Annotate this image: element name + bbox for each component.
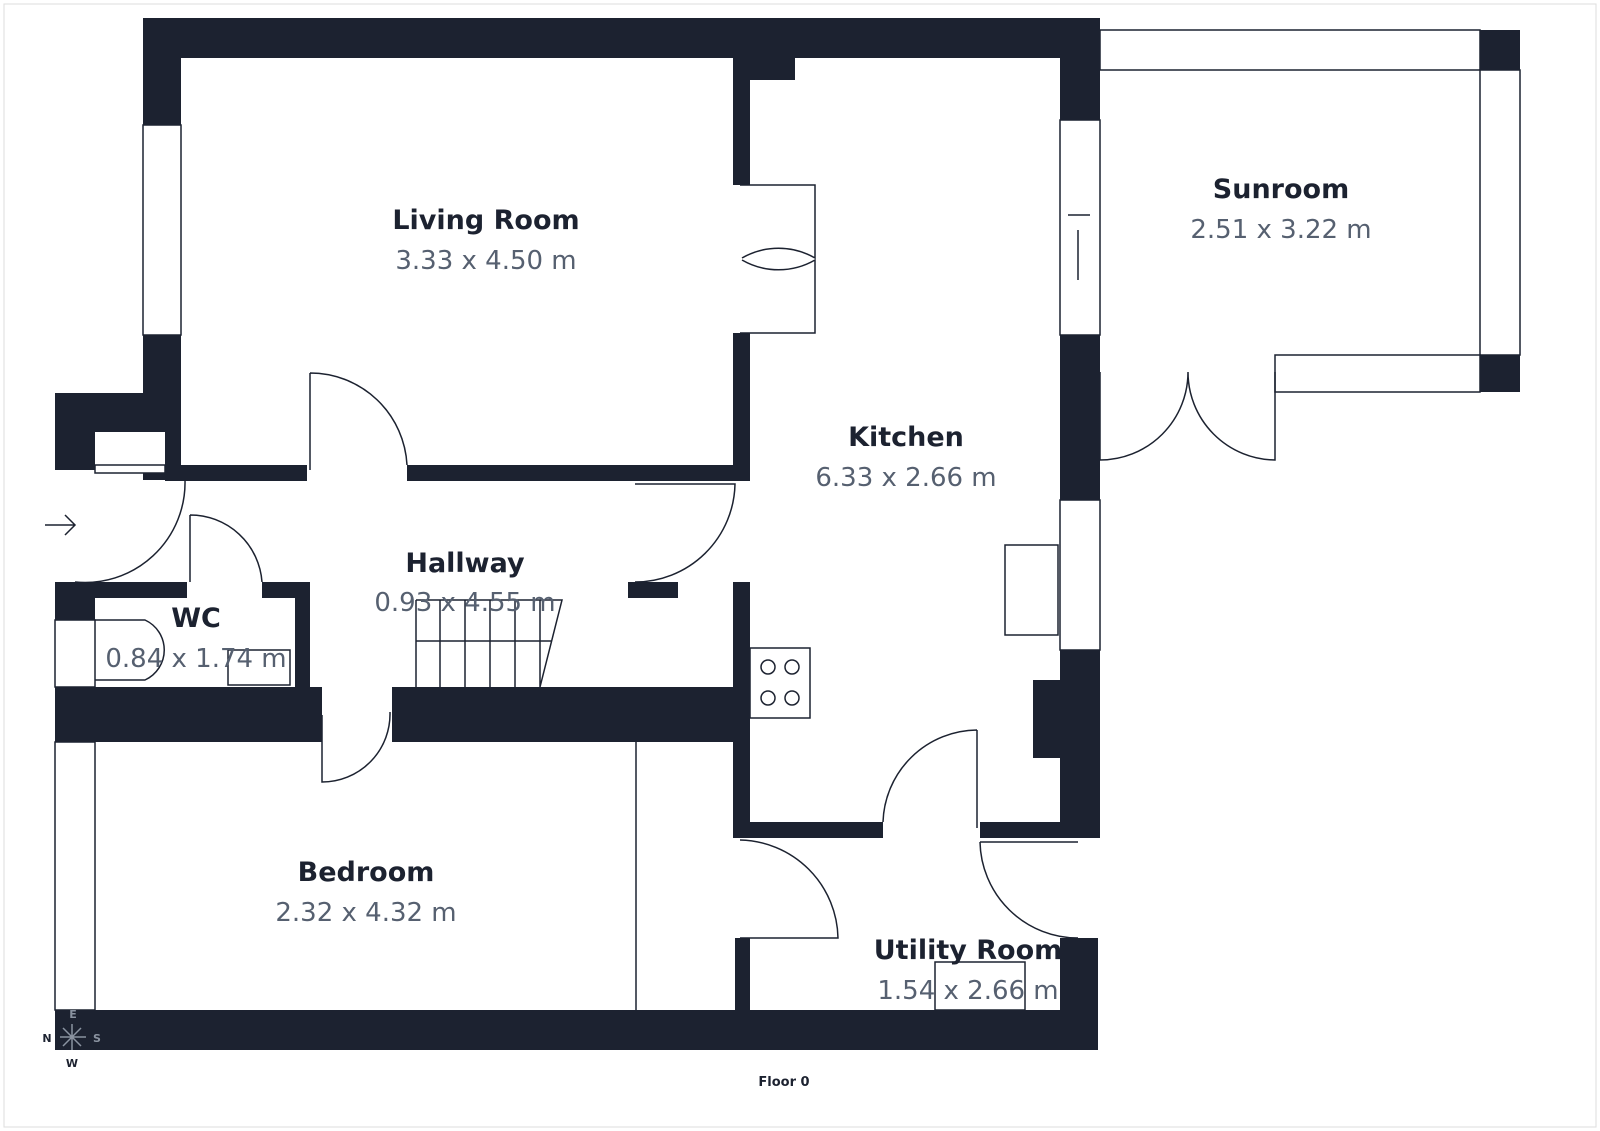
room-kitchen: Kitchen 6.33 x 2.66 m <box>815 422 996 493</box>
compass-w: W <box>66 1057 78 1070</box>
page-border <box>3 3 1597 1128</box>
room-bedroom: Bedroom 2.32 x 4.32 m <box>275 857 456 928</box>
hob <box>749 647 811 719</box>
floor-label: Floor 0 <box>758 1075 809 1090</box>
room-wc: WC 0.84 x 1.74 m <box>105 603 286 674</box>
room-dimensions: 0.84 x 1.74 m <box>105 644 286 674</box>
room-utility-room: Utility Room 1.54 x 2.66 m <box>874 935 1063 1006</box>
room-living-room: Living Room 3.33 x 4.50 m <box>392 205 579 276</box>
room-dimensions: 0.93 x 4.55 m <box>374 588 555 618</box>
toilet <box>95 619 166 681</box>
room-dimensions: 1.54 x 2.66 m <box>877 976 1058 1006</box>
room-name: Hallway <box>405 548 525 579</box>
fixtures <box>95 214 1090 1011</box>
compass-e: E <box>69 1008 77 1021</box>
entrance-arrow-icon <box>45 514 77 536</box>
windows <box>54 29 1521 1011</box>
room-dimensions: 2.32 x 4.32 m <box>275 898 456 928</box>
room-dimensions: 2.51 x 3.22 m <box>1190 215 1371 245</box>
room-sunroom: Sunroom 2.51 x 3.22 m <box>1190 174 1371 245</box>
walls <box>55 18 1520 1050</box>
room-name: Utility Room <box>874 935 1063 966</box>
room-name: Sunroom <box>1213 174 1349 205</box>
room-name: Bedroom <box>298 857 435 888</box>
room-name: Living Room <box>392 205 579 236</box>
compass-icon: N E S W <box>42 1008 101 1070</box>
doors <box>45 184 1276 939</box>
room-dimensions: 6.33 x 2.66 m <box>815 463 996 493</box>
room-hallway: Hallway 0.93 x 4.55 m <box>374 548 555 618</box>
room-dimensions: 3.33 x 4.50 m <box>395 246 576 276</box>
compass-n: N <box>42 1032 51 1045</box>
compass-s: S <box>93 1032 101 1045</box>
sink <box>1004 544 1059 636</box>
room-name: WC <box>171 603 221 634</box>
room-name: Kitchen <box>848 422 964 453</box>
